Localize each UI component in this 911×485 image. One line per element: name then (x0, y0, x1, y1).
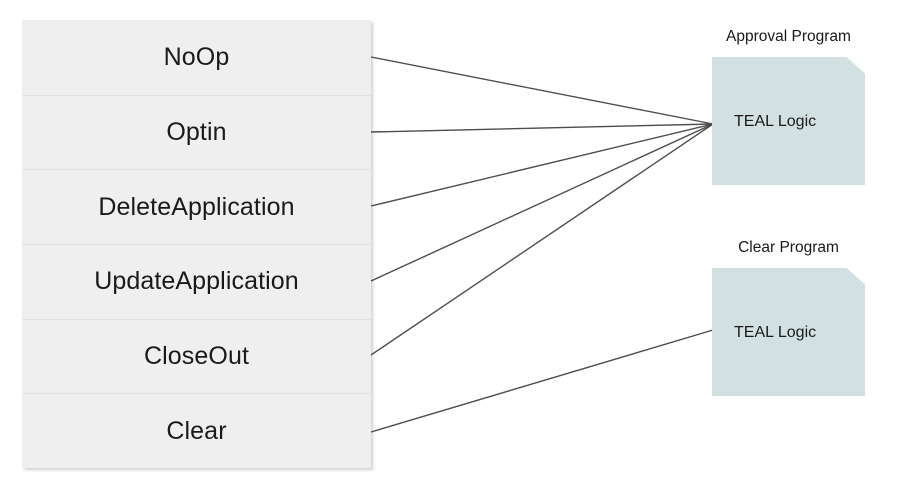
connector-clear (370, 329, 714, 433)
connector-optin (370, 123, 714, 133)
list-item-deleteapplication[interactable]: DeleteApplication (22, 169, 371, 244)
list-item-updateapplication[interactable]: UpdateApplication (22, 243, 371, 319)
list-item-label: DeleteApplication (98, 192, 295, 221)
list-item-label: Optin (166, 117, 227, 146)
approval-program-shape (712, 57, 865, 185)
approval-program-node[interactable]: Approval Program TEAL Logic (712, 28, 865, 185)
list-item-clear[interactable]: Clear (22, 393, 371, 468)
clear-program-shape (712, 268, 865, 396)
list-item-label: NoOp (163, 42, 230, 71)
approval-program-caption: Approval Program (726, 28, 851, 45)
connector-closeout (370, 123, 714, 356)
list-item-closeout[interactable]: CloseOut (22, 318, 371, 394)
clear-program-caption: Clear Program (738, 239, 839, 256)
clear-program-node[interactable]: Clear Program TEAL Logic (712, 239, 865, 396)
list-item-label: UpdateApplication (94, 267, 299, 296)
clear-program-body-label: TEAL Logic (734, 324, 817, 341)
list-item-label: CloseOut (143, 341, 249, 370)
approval-program-body-label: TEAL Logic (734, 113, 817, 130)
list-item-label: Clear (166, 416, 227, 445)
list-item-optin[interactable]: Optin (22, 94, 371, 170)
connector-noop (370, 56, 714, 125)
connector-deleteapplication (370, 123, 714, 207)
list-item-noop[interactable]: NoOp (22, 20, 371, 95)
connector-updateapplication (370, 123, 714, 282)
oncomplete-list: NoOp Optin DeleteApplication UpdateAppli… (22, 20, 371, 468)
